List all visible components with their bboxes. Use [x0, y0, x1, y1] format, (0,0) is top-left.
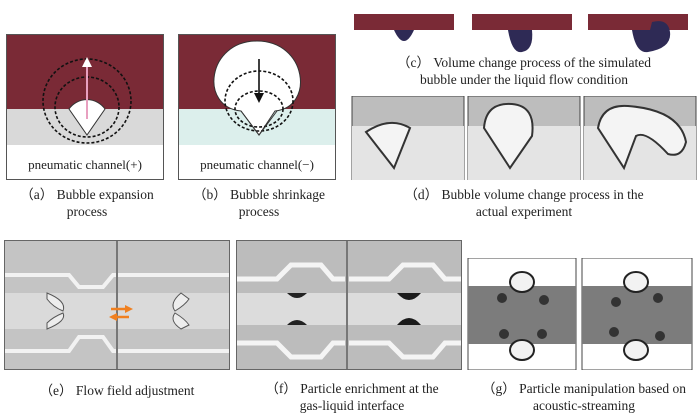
exp-frame-1	[352, 96, 464, 180]
exp-frame-3	[584, 96, 696, 180]
sim-bubble-1	[394, 30, 414, 41]
sim-bubble-2	[508, 30, 532, 52]
caption-d-line2: actual experiment	[352, 203, 696, 220]
caption-a-line1: （a） Bubble expansion	[4, 186, 170, 203]
panel-e	[4, 240, 230, 370]
caption-g: （g） Particle manipulation based on acous…	[470, 380, 698, 414]
sim-frame-3	[588, 14, 688, 52]
caption-c-line1: （c） Volume change process of the simulat…	[352, 54, 696, 71]
caption-e: （e） Flow field adjustment	[4, 382, 230, 399]
panel-a: pneumatic channel(+)	[6, 34, 164, 180]
caption-f: （f） Particle enrichment at the gas-liqui…	[236, 380, 468, 414]
caption-g-line1: （g） Particle manipulation based on	[470, 380, 698, 397]
panel-e-diagram	[5, 241, 229, 369]
channel-label-b: pneumatic channel(−)	[179, 157, 335, 173]
acoustic-frame-1	[468, 258, 576, 370]
caption-a-line2: process	[4, 203, 170, 220]
panel-f	[236, 240, 462, 370]
caption-e-line1: （e） Flow field adjustment	[4, 382, 230, 399]
caption-c: （c） Volume change process of the simulat…	[352, 54, 696, 88]
bubble-bottom-1	[510, 340, 534, 360]
pneumatic-channel-region	[7, 35, 163, 109]
bubble-top-1	[510, 272, 534, 292]
panel-g-diagram	[466, 258, 696, 370]
caption-a: （a） Bubble expansion process	[4, 186, 170, 220]
caption-b-line1: （b） Bubble shrinkage	[176, 186, 342, 203]
caption-c-line2: bubble under the liquid flow condition	[352, 71, 696, 88]
channel-label-a: pneumatic channel(+)	[7, 157, 163, 173]
panel-c-diagram	[352, 4, 696, 56]
panel-c	[352, 4, 696, 56]
caption-b: （b） Bubble shrinkage process	[176, 186, 342, 220]
caption-f-line2: gas-liquid interface	[236, 397, 468, 414]
caption-d-line1: （d） Bubble volume change process in the	[352, 186, 696, 203]
panel-g	[466, 258, 696, 370]
sim-frame-2	[472, 14, 572, 52]
caption-f-line1: （f） Particle enrichment at the	[236, 380, 468, 397]
sim-frame-1	[354, 14, 454, 41]
caption-b-line2: process	[176, 203, 342, 220]
caption-d: （d） Bubble volume change process in the …	[352, 186, 696, 220]
panel-d-diagram	[350, 96, 698, 180]
panel-d	[350, 96, 698, 180]
bubble-bottom-2	[624, 340, 648, 360]
bubble-top-2	[624, 272, 648, 292]
caption-g-line2: acoustic-streaming	[470, 397, 698, 414]
panel-f-diagram	[237, 241, 461, 369]
acoustic-frame-2	[582, 258, 692, 370]
panel-b: pneumatic channel(−)	[178, 34, 336, 180]
exp-frame-2	[468, 96, 580, 180]
